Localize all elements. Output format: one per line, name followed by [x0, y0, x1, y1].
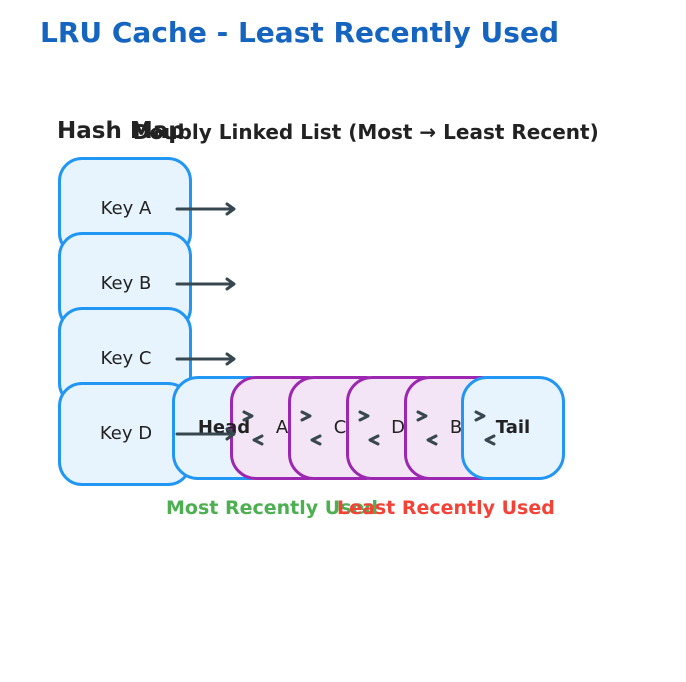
tail-label: Tail [495, 417, 531, 438]
hash-key-label: Key D [99, 423, 153, 444]
list-node-label: A [275, 417, 289, 438]
list-node-label: C [333, 417, 347, 438]
least-recent-caption: Least Recently Used [337, 497, 555, 519]
linked-list-heading: Doubly Linked List (Most → Least Recent) [133, 120, 599, 144]
list-node-label: B [449, 417, 463, 438]
hash-key-label: Key C [100, 348, 152, 369]
list-node-label: D [391, 417, 405, 438]
tail-node [461, 376, 565, 480]
hash-key-label: Key B [100, 273, 152, 294]
head-label: Head [197, 417, 251, 438]
hash-key-label: Key A [100, 198, 152, 219]
hash-map-heading: Hash Map [57, 118, 185, 144]
diagram-title: LRU Cache - Least Recently Used [40, 16, 559, 49]
most-recent-caption: Most Recently Used [166, 497, 378, 519]
hash-key-box [58, 382, 192, 486]
